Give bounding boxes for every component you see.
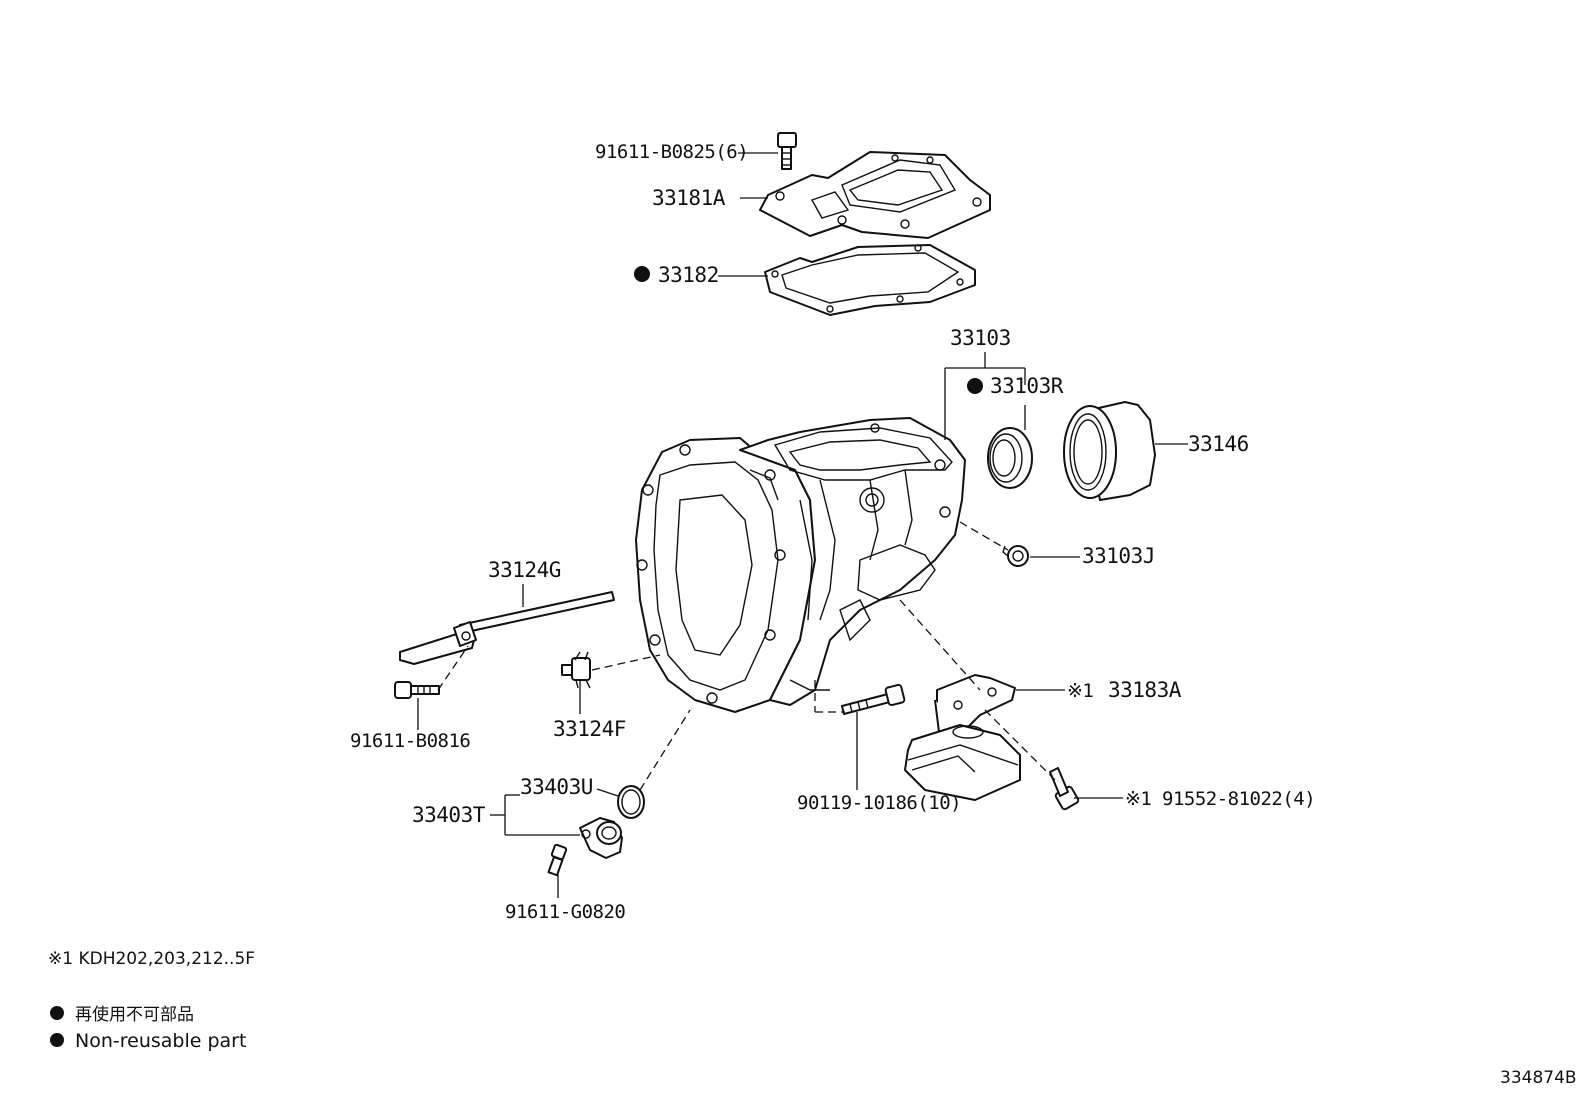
bolt-91552-81022-icon — [1049, 767, 1080, 811]
non-reusable-bullet-icon — [967, 378, 983, 394]
label-33146: 33146 — [1188, 432, 1249, 456]
ref-mark-33183A: ※1 — [1067, 680, 1093, 702]
sleeve-33146-icon — [1063, 401, 1156, 501]
ref1-note: ※1 KDH202,203,212..5F — [48, 949, 255, 969]
part-labels: 91611-B0825(6) 33181A 33182 33103 33103R… — [350, 141, 1316, 923]
label-33183A: 33183A — [1108, 678, 1182, 702]
legend-bullet-icon — [50, 1033, 64, 1047]
transmission-case-33103-icon — [635, 417, 966, 713]
shift-lever-33124G-icon — [399, 591, 615, 665]
legend-bullet-icon — [50, 1006, 64, 1020]
label-90119-10186: 90119-10186(10) — [797, 792, 961, 814]
leader-lines — [417, 152, 1188, 898]
label-91611-B0816: 91611-B0816 — [350, 730, 470, 752]
label-33103R: 33103R — [990, 374, 1064, 398]
oil-seal-33103R-icon — [987, 427, 1033, 489]
legend-text-en: Non-reusable part — [75, 1030, 246, 1052]
bolt-91611-B0816-icon — [394, 681, 440, 699]
label-33124F: 33124F — [553, 717, 626, 741]
engine-mount-33183A-icon — [904, 674, 1021, 801]
gasket-33182-icon — [764, 244, 976, 316]
label-33403U: 33403U — [520, 775, 593, 799]
legend-text-jp: 再使用不可部品 — [75, 1004, 194, 1025]
legend: ※1 KDH202,203,212..5F 再使用不可部品 Non-reusab… — [48, 949, 255, 1052]
label-33403T: 33403T — [412, 803, 486, 827]
diagram-id: 334874B — [1500, 1068, 1577, 1088]
label-33182: 33182 — [658, 263, 719, 287]
bolt-90119-10186-icon — [841, 683, 906, 715]
ref-mark-91552-81022: ※1 — [1125, 788, 1151, 810]
breather-33124F-icon — [561, 651, 591, 689]
label-33124G: 33124G — [488, 558, 561, 582]
alignment-dashed-lines — [437, 521, 1056, 791]
o-ring-33403U-icon — [617, 785, 645, 819]
plug-33103J-icon — [1002, 545, 1029, 567]
non-reusable-bullet-icon — [634, 266, 650, 282]
speedometer-sleeve-33403T-icon — [579, 817, 623, 859]
label-91552-81022: 91552-81022(4) — [1162, 788, 1315, 810]
label-91611-G0820: 91611-G0820 — [505, 901, 625, 923]
bolt-91611-B0825-icon — [777, 132, 797, 170]
cover-33181A-icon — [759, 151, 991, 239]
label-33103: 33103 — [950, 326, 1011, 350]
label-33181A: 33181A — [652, 186, 726, 210]
label-91611-B0825: 91611-B0825(6) — [595, 141, 748, 163]
label-33103J: 33103J — [1082, 544, 1155, 568]
bolt-91611-G0820-icon — [547, 843, 568, 877]
